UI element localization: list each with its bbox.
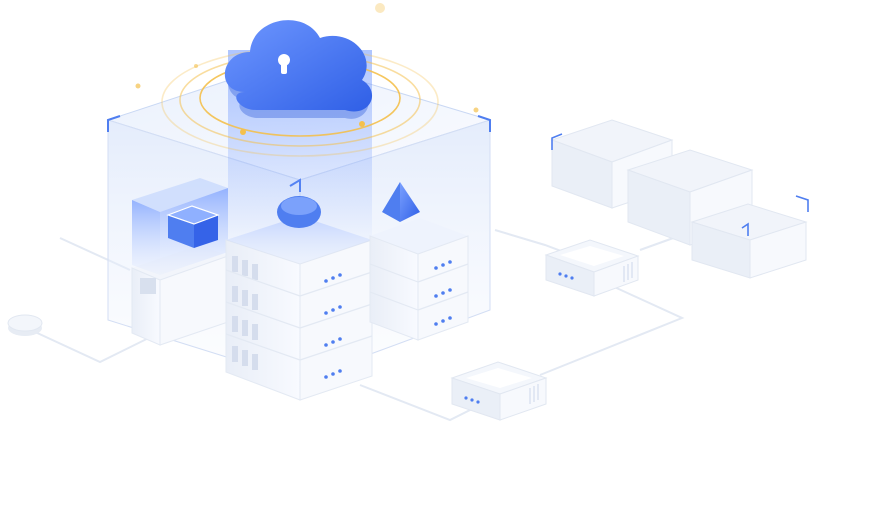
sphere-icon [277,196,321,228]
server-stack-left [131,178,229,346]
router-box-lower [450,361,548,421]
server-stack-center [225,216,373,401]
sparkles [135,3,479,135]
cloud-lock-icon [224,20,373,119]
cube-icon [166,205,220,248]
pyramid-icon [382,182,420,222]
router-box-upper [544,239,640,297]
disc-node [7,314,43,336]
server-cluster-right [550,119,809,279]
server-stack-right [369,218,469,341]
